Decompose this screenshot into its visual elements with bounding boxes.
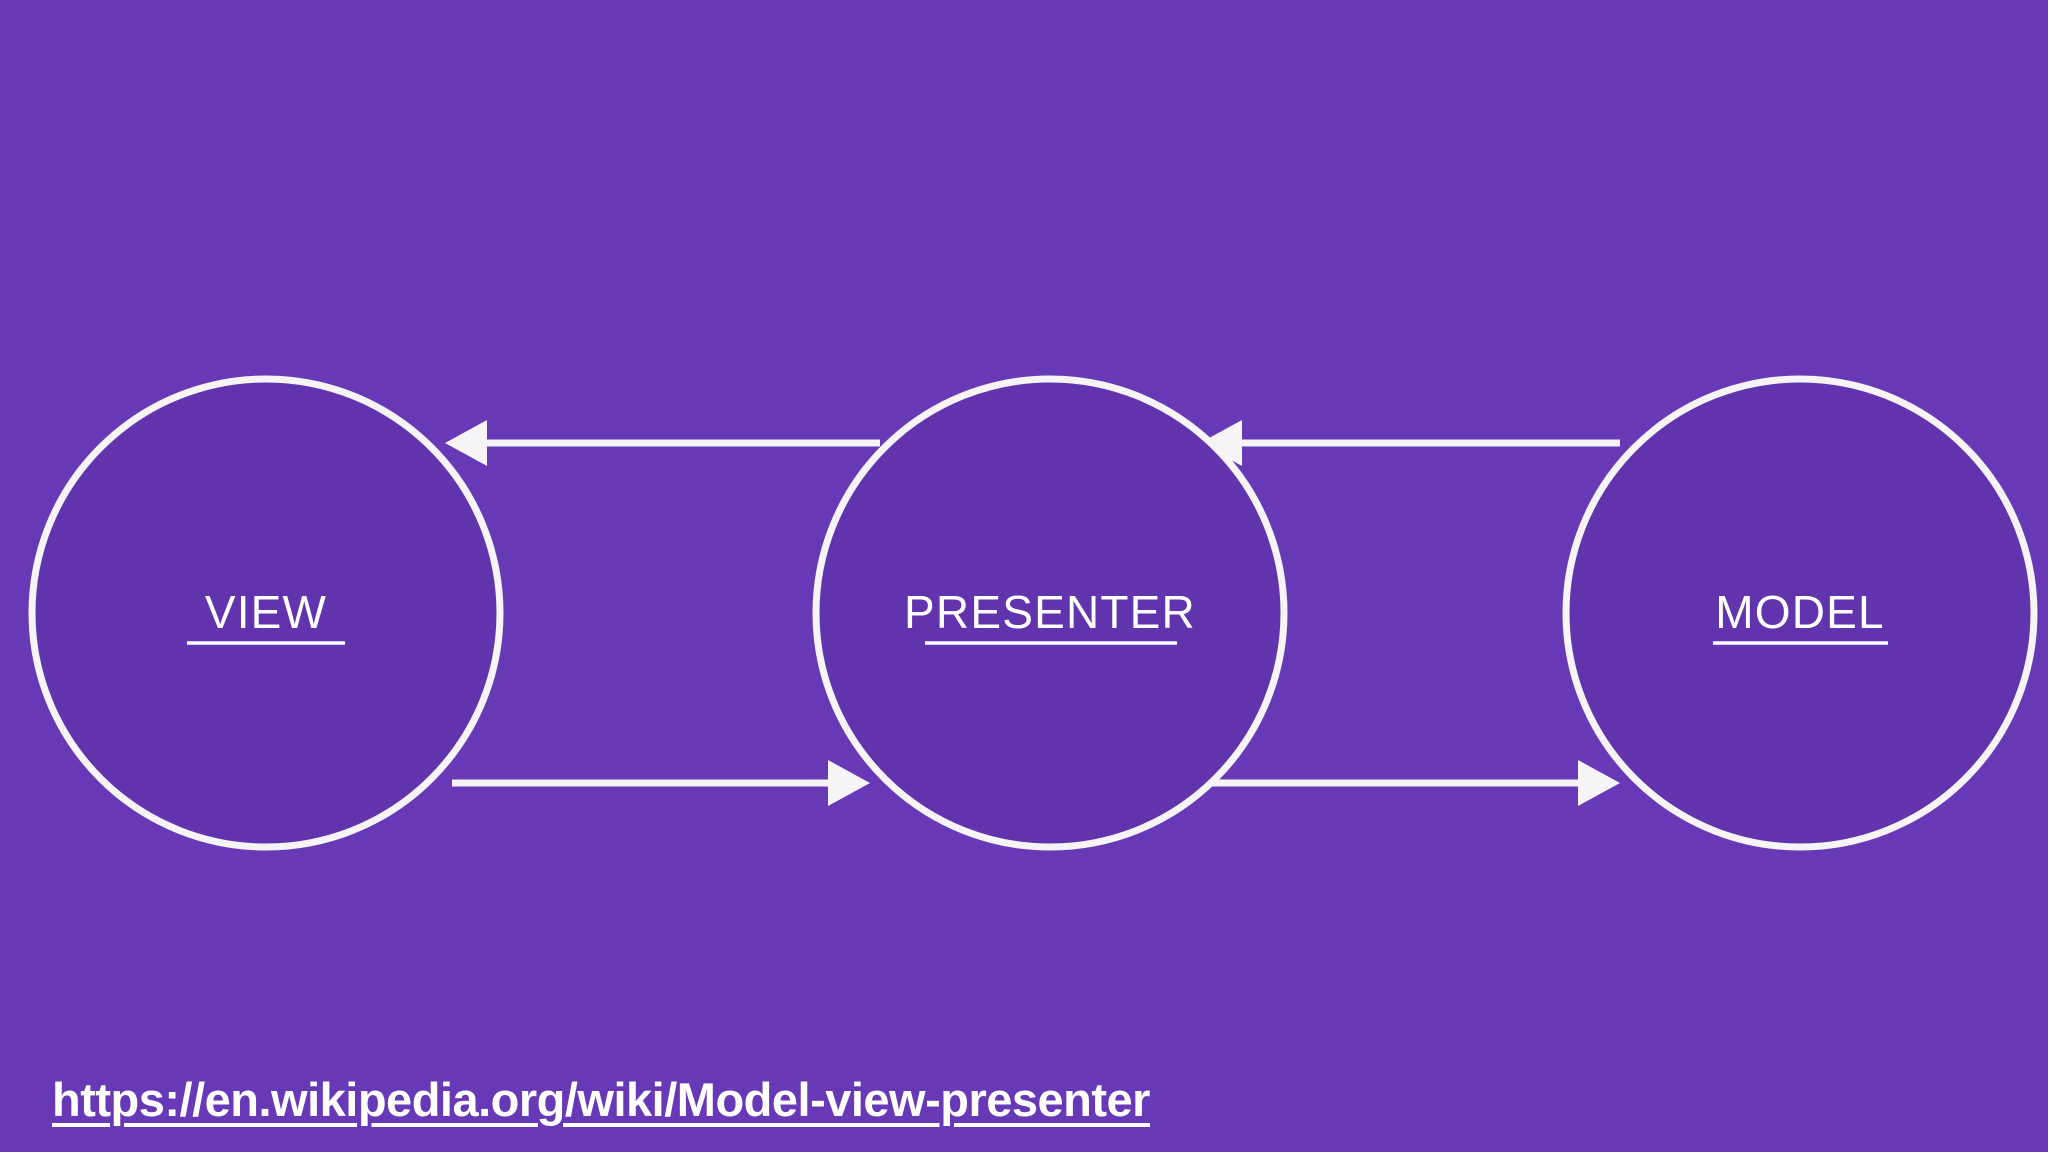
source-url-link[interactable]: https://en.wikipedia.org/wiki/Model-view…	[52, 1073, 1150, 1126]
node-circle[interactable]	[812, 375, 1288, 851]
node-label-model: MODEL	[1715, 586, 1885, 638]
node-label-presenter: PRESENTER	[904, 586, 1196, 638]
node-circle[interactable]	[28, 375, 504, 851]
arrowhead-left-icon	[445, 420, 487, 466]
edge-model-to-presenter	[1200, 420, 1620, 466]
arrowhead-right-icon	[1578, 760, 1620, 806]
edge-presenter-to-view	[445, 420, 880, 466]
node-model[interactable]: MODEL	[1562, 375, 2038, 851]
edge-presenter-to-model	[1207, 760, 1620, 806]
edge-view-to-presenter	[452, 760, 870, 806]
arrowhead-left-icon	[1200, 420, 1242, 466]
node-circle[interactable]	[1562, 375, 2038, 851]
node-label-view: VIEW	[205, 586, 327, 638]
arrowhead-right-icon	[828, 760, 870, 806]
node-presenter[interactable]: PRESENTER	[812, 375, 1288, 851]
node-view[interactable]: VIEW	[28, 375, 504, 851]
